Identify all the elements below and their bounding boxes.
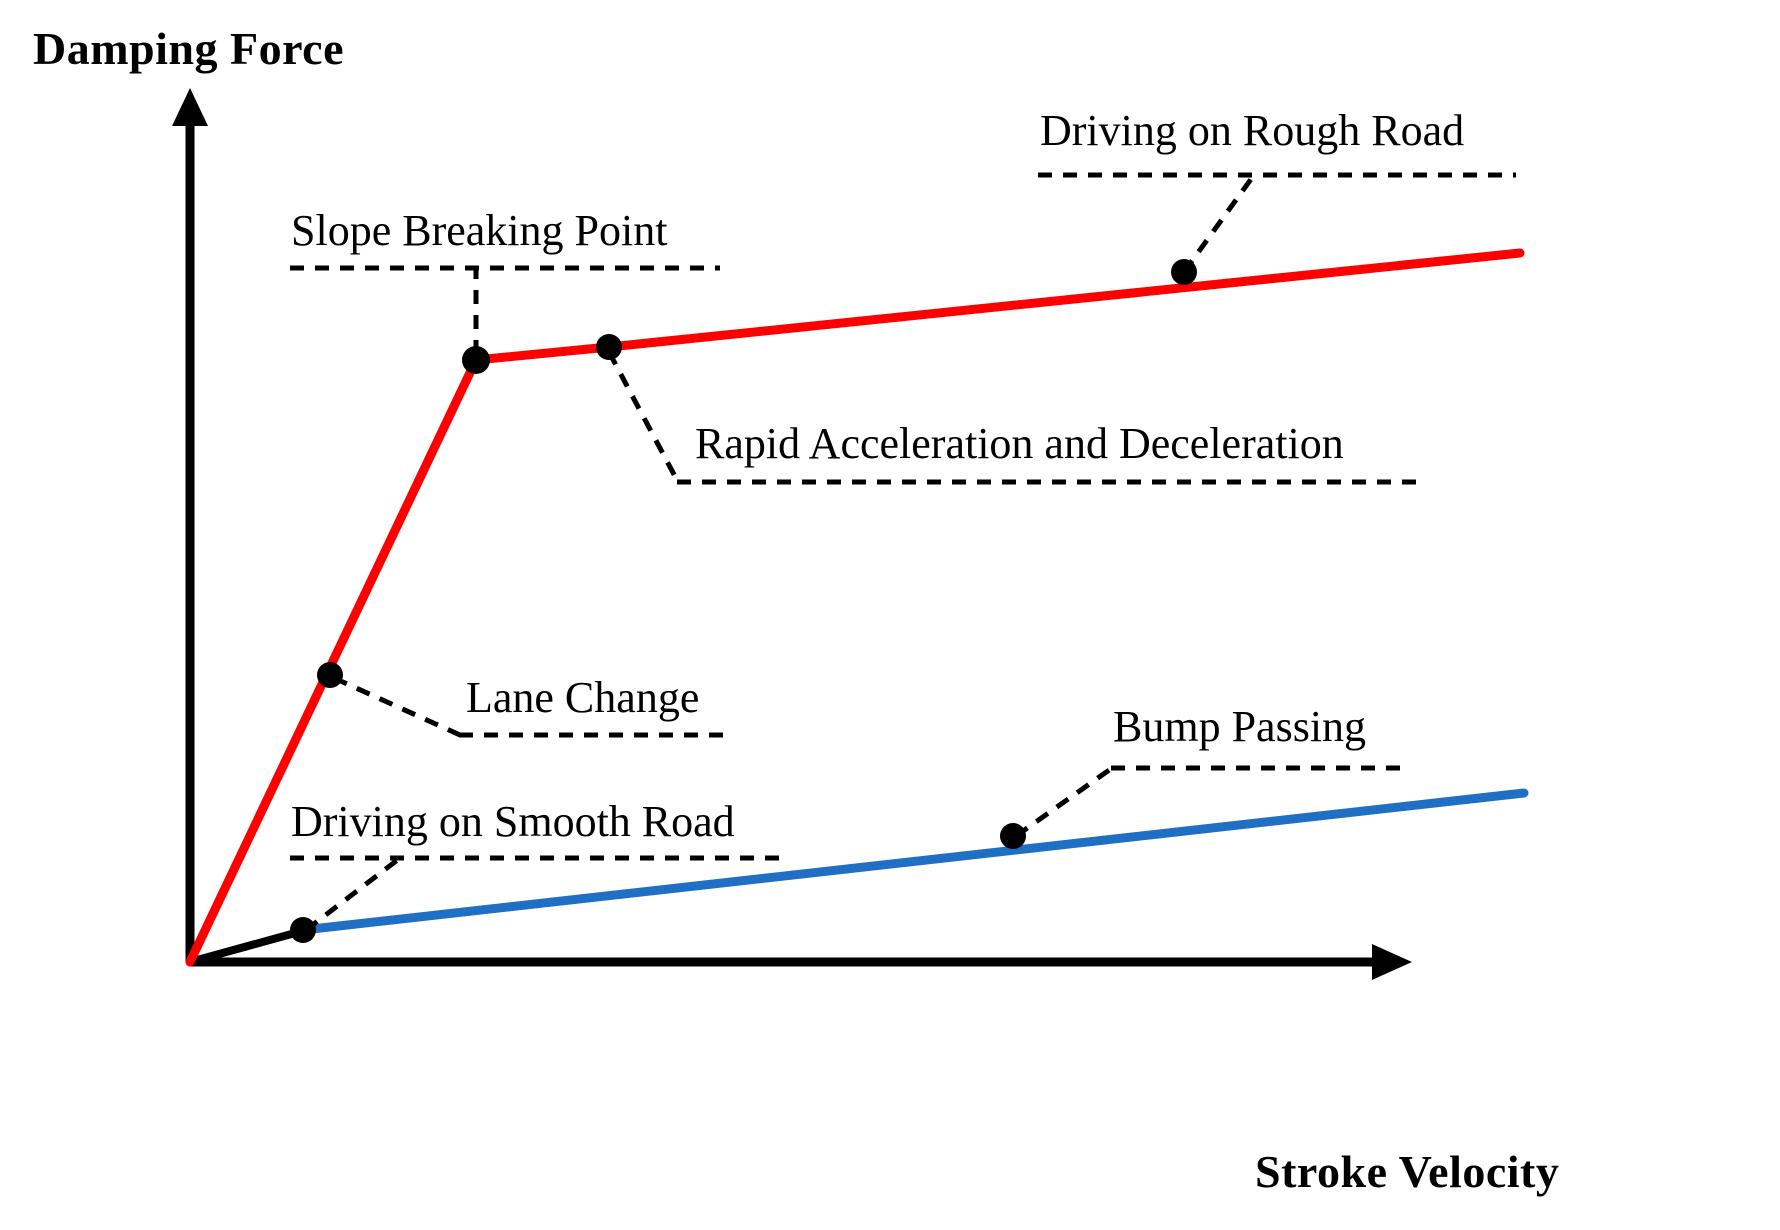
marker-driving-smooth-road[interactable] <box>290 917 316 943</box>
soft-curve-origin-segment <box>186 926 310 966</box>
label-lane-change: Lane Change <box>466 673 700 722</box>
leader-line-group <box>304 173 1257 932</box>
axis-group <box>172 88 1412 980</box>
marker-rapid-accel-decel[interactable] <box>596 334 622 360</box>
label-driving-on-smooth-road: Driving on Smooth Road <box>291 797 735 846</box>
soft-damping-curve <box>298 788 1529 935</box>
leader-driving-rough-road <box>1181 173 1257 274</box>
y-axis-arrowhead <box>172 88 208 126</box>
leader-bump-passing <box>1014 765 1114 839</box>
hard-damping-curve <box>185 248 1525 967</box>
label-driving-on-rough-road: Driving on Rough Road <box>1040 106 1465 155</box>
y-axis-title: Damping Force <box>33 23 345 74</box>
x-axis-title: Stroke Velocity <box>1255 1146 1560 1197</box>
leader-rapid-accel-decel <box>606 350 681 484</box>
data-point-marker-group <box>290 259 1197 943</box>
label-rapid-acceleration-and-deceleration: Rapid Acceleration and Deceleration <box>695 419 1344 468</box>
marker-slope-breaking-point[interactable] <box>462 346 490 374</box>
x-axis-arrowhead <box>1372 944 1412 980</box>
marker-lane-change[interactable] <box>317 662 343 688</box>
marker-bump-passing[interactable] <box>1000 823 1026 849</box>
leader-driving-smooth-road <box>304 856 402 932</box>
marker-driving-rough-road[interactable] <box>1171 259 1197 285</box>
label-slope-breaking-point: Slope Breaking Point <box>291 206 668 255</box>
label-bump-passing: Bump Passing <box>1113 702 1367 751</box>
leader-lane-change <box>332 675 462 738</box>
label-underline-group <box>290 172 1516 861</box>
